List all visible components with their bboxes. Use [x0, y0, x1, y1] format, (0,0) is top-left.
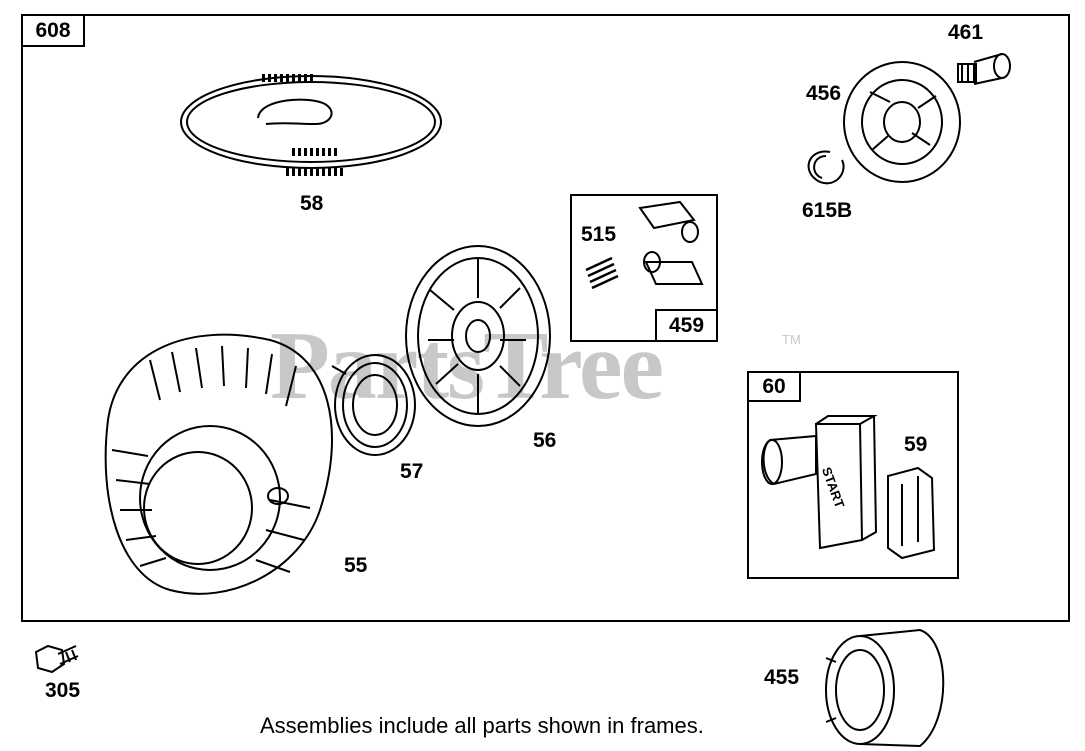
part-label-456[interactable]: 456: [806, 82, 842, 105]
part-label-58[interactable]: 58: [300, 192, 324, 215]
part-label-515[interactable]: 515: [581, 223, 617, 246]
handle-kit-tag[interactable]: 60: [747, 371, 801, 402]
part-label-461[interactable]: 461: [948, 21, 984, 44]
retainer-ring-drawing[interactable]: [807, 150, 845, 185]
cup-drawing[interactable]: [843, 61, 961, 183]
part-label-55[interactable]: 55: [344, 554, 368, 577]
main-assembly-tag[interactable]: 608: [21, 14, 85, 47]
pulley-drawing[interactable]: [405, 245, 551, 427]
handle-kit-frame: [747, 371, 959, 579]
handle-drawing[interactable]: [761, 415, 878, 550]
part-label-615b[interactable]: 615B: [802, 199, 853, 222]
part-label-455[interactable]: 455: [764, 666, 800, 689]
watermark-trademark: TM: [782, 332, 801, 347]
starter-cup-drawing[interactable]: [825, 628, 945, 748]
part-label-57[interactable]: 57: [400, 460, 424, 483]
part-label-56[interactable]: 56: [533, 429, 557, 452]
rope-drawing[interactable]: [180, 74, 442, 176]
insert-drawing[interactable]: [887, 466, 936, 560]
pawl-kit-tag[interactable]: 459: [655, 309, 718, 342]
pawl-spring-drawing[interactable]: [585, 200, 704, 290]
part-label-305[interactable]: 305: [45, 679, 81, 702]
pawl-kit-frame: [570, 194, 718, 342]
housing-drawing[interactable]: [104, 333, 333, 595]
part-label-59[interactable]: 59: [904, 433, 928, 456]
bolt-drawing[interactable]: [34, 644, 79, 674]
top-screw-drawing[interactable]: [957, 53, 1011, 85]
footer-note: Assemblies include all parts shown in fr…: [260, 713, 704, 738]
recoil-spring-drawing[interactable]: [331, 354, 416, 456]
main-assembly-frame: [21, 14, 1070, 622]
